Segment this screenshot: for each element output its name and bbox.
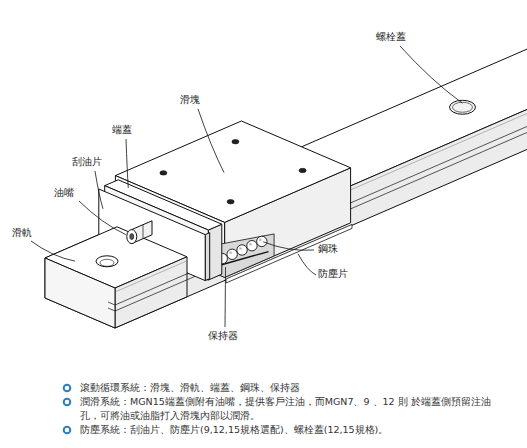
bullet-marker	[64, 399, 71, 406]
tapped-hole	[227, 200, 234, 204]
tapped-hole	[160, 171, 167, 175]
part-label: 滑塊	[180, 93, 200, 106]
tapped-hole	[232, 140, 239, 144]
dust-strip	[226, 224, 352, 283]
bullet-marker	[64, 427, 71, 434]
part-label: 油嘴	[54, 186, 74, 199]
note-text: 滾動循環系統：滑塊、滑軌、端蓋、鋼珠、保持器	[80, 381, 500, 395]
bullet-marker	[64, 385, 71, 392]
rail-end-face	[45, 258, 115, 328]
ball-highlight	[239, 247, 242, 250]
note-text: 潤滑系統：MGN15端蓋側附有油嘴，提供客戶注油，而MGN7、9 、12 則 於…	[80, 395, 500, 423]
steel-ball	[257, 236, 267, 246]
oil-nipple-hex	[143, 225, 144, 239]
tapped-hole	[299, 168, 306, 172]
part-label: 刮油片	[72, 155, 102, 168]
rail-bolt-hole-inner	[100, 259, 114, 266]
part-label: 鋼珠	[318, 242, 338, 255]
rail-groove	[115, 274, 187, 305]
ball-highlight	[259, 239, 262, 242]
steel-ball	[227, 249, 237, 259]
rail-groove	[115, 280, 187, 311]
leader-line	[298, 254, 316, 275]
end-cap-side	[208, 224, 222, 280]
rail-side-face	[115, 257, 187, 328]
scraper-side	[205, 233, 210, 281]
part-label: 端蓋	[112, 123, 132, 136]
rail-chamfer	[115, 261, 187, 292]
rail-groove	[108, 302, 115, 305]
leader-line	[79, 201, 126, 235]
leader-line	[95, 171, 103, 209]
rail-bolt-hole	[96, 256, 118, 267]
leader-line	[263, 242, 314, 250]
ball-highlight	[229, 251, 232, 254]
leader-line	[400, 46, 463, 103]
leader-line	[126, 139, 128, 188]
leader-line	[31, 241, 75, 261]
steel-ball	[247, 241, 257, 251]
part-label: 螺栓蓋	[376, 30, 406, 43]
part-label: 防塵片	[318, 267, 348, 280]
ball-highlight	[249, 243, 252, 246]
oil-nipple-ball	[130, 234, 134, 240]
leader-line	[198, 109, 224, 173]
part-label: 滑軌	[12, 226, 32, 239]
bolt-cover-rim	[453, 102, 473, 112]
leader-line	[225, 267, 227, 327]
note-text: 防塵系統：刮油片、防塵片(9,12,15規格選配)、螺栓蓋(12,15規格)。	[80, 423, 500, 437]
part-label: 保持器	[208, 329, 238, 342]
rail-side-face	[115, 44, 527, 328]
rail-groove	[108, 308, 115, 311]
bolt-cover	[450, 100, 476, 114]
oil-nipple-tip	[127, 230, 137, 244]
steel-ball	[237, 245, 247, 255]
